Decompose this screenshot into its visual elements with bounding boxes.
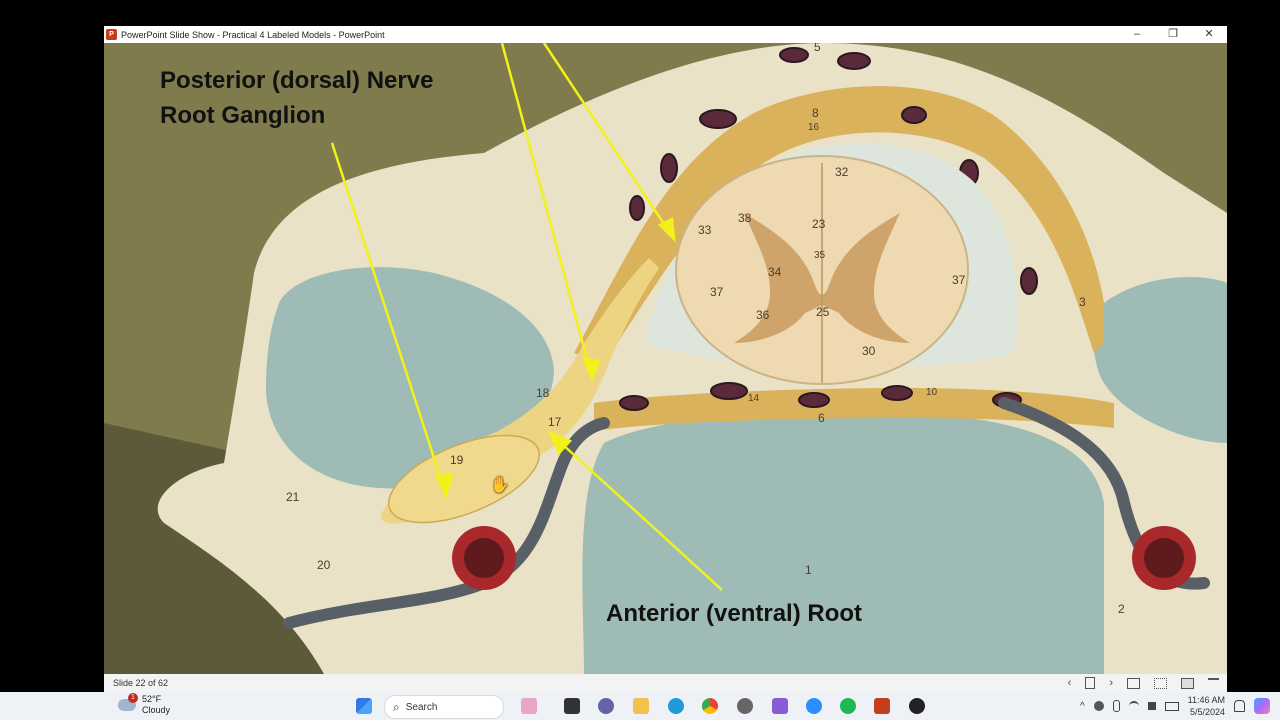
search-placeholder: Search xyxy=(405,701,438,713)
system-tray: ^ 11:46 AM 5/5/2024 xyxy=(1080,692,1270,720)
model-number: 20 xyxy=(317,558,331,572)
model-number: 25 xyxy=(816,305,830,319)
obs-icon[interactable] xyxy=(909,698,925,714)
slideshow-view-icon[interactable] xyxy=(1208,677,1219,689)
model-number: 10 xyxy=(926,387,938,398)
clock-date: 5/5/2024 xyxy=(1189,707,1225,717)
model-number: 6 xyxy=(818,411,825,425)
model-number: 35 xyxy=(814,250,826,261)
wifi-icon[interactable] xyxy=(1128,701,1139,711)
microphone-icon[interactable] xyxy=(1112,700,1120,712)
slide-counter: Slide 22 of 62 xyxy=(113,678,169,688)
tray-chevron-icon[interactable]: ^ xyxy=(1079,700,1085,712)
model-number: 36 xyxy=(756,308,770,322)
search-box[interactable]: ⌕ Search xyxy=(384,695,504,719)
previous-slide-button[interactable]: ‹ xyxy=(1067,677,1072,689)
model-number: 8 xyxy=(812,106,819,120)
normal-view-icon[interactable] xyxy=(1127,677,1140,689)
windows-taskbar: 1 52°F Cloudy ⌕ Search ^ 11:46 AM 5/5/20… xyxy=(0,692,1280,720)
model-number: 37 xyxy=(710,285,724,299)
model-number: 37 xyxy=(952,273,966,287)
model-number: 18 xyxy=(536,386,550,400)
label-ganglion: Posterior (dorsal) Nerve Root Ganglion xyxy=(160,63,433,133)
minimize-button[interactable]: – xyxy=(1133,28,1141,40)
model-number: 30 xyxy=(862,344,876,358)
task-view-icon[interactable] xyxy=(564,698,580,714)
window-controls: – ❐ ✕ xyxy=(1119,26,1227,43)
cloud-icon: 1 xyxy=(118,693,138,711)
model-number: 38 xyxy=(738,211,752,225)
restore-button[interactable]: ❐ xyxy=(1168,28,1178,40)
powerpoint-window: P PowerPoint Slide Show - Practical 4 La… xyxy=(104,26,1227,692)
model-number: 16 xyxy=(808,122,820,133)
label-ganglion-line1: Posterior (dorsal) Nerve xyxy=(160,67,434,94)
weather-desc: Cloudy xyxy=(142,705,171,715)
model-number: 34 xyxy=(768,265,782,279)
model-number: 14 xyxy=(748,393,760,404)
close-button[interactable]: ✕ xyxy=(1204,28,1214,40)
widgets-icon[interactable] xyxy=(521,698,537,714)
model-number: 2 xyxy=(1118,602,1125,616)
spinal-model-illustration xyxy=(104,43,1227,674)
powerpoint-taskbar-icon[interactable] xyxy=(874,698,890,714)
model-number: 21 xyxy=(286,490,300,504)
window-title: PowerPoint Slide Show - Practical 4 Labe… xyxy=(121,29,385,40)
battery-icon[interactable] xyxy=(1164,701,1179,711)
hand-cursor-icon: ✋ xyxy=(490,477,510,494)
slide-canvas[interactable]: 5 8 16 32 38 33 23 35 34 37 37 36 25 30 … xyxy=(104,43,1227,674)
slide-sorter-icon[interactable] xyxy=(1154,677,1167,689)
model-number: 3 xyxy=(1079,295,1086,309)
slideshow-controls: ‹ › xyxy=(1068,674,1219,692)
slide-menu-icon[interactable] xyxy=(1085,677,1096,689)
file-explorer-icon[interactable] xyxy=(633,698,649,714)
model-number: 5 xyxy=(814,43,821,54)
search-icon: ⌕ xyxy=(393,699,400,714)
model-number-labels: 5 8 16 32 38 33 23 35 34 37 37 36 25 30 … xyxy=(104,43,1227,674)
title-bar: P PowerPoint Slide Show - Practical 4 La… xyxy=(104,26,1227,43)
powerpoint-icon: P xyxy=(106,29,117,40)
model-number: 32 xyxy=(835,165,849,179)
next-slide-button[interactable]: › xyxy=(1109,677,1113,689)
edge-icon[interactable] xyxy=(668,698,684,714)
chrome-icon[interactable] xyxy=(702,698,718,714)
label-ganglion-line2: Root Ganglion xyxy=(160,102,326,129)
tray-app-icon[interactable] xyxy=(1093,701,1104,711)
model-number: 19 xyxy=(450,453,464,467)
teams-icon[interactable] xyxy=(598,698,614,714)
windows-start-icon[interactable] xyxy=(356,698,372,714)
notification-bell-icon[interactable] xyxy=(1234,700,1245,712)
model-number: 23 xyxy=(812,217,826,231)
notification-badge: 1 xyxy=(128,693,138,703)
label-anterior-root: Anterior (ventral) Root xyxy=(606,600,863,627)
weather-widget[interactable]: 1 52°F Cloudy xyxy=(118,693,171,716)
weather-temp: 52°F xyxy=(142,694,162,704)
model-number: 1 xyxy=(805,563,812,577)
clock-time: 11:46 AM xyxy=(1187,695,1225,705)
reading-view-icon[interactable] xyxy=(1181,677,1194,689)
status-bar: Slide 22 of 62 ‹ › xyxy=(104,674,1227,692)
volume-icon[interactable] xyxy=(1147,702,1156,710)
snipping-tool-icon[interactable] xyxy=(772,698,788,714)
copilot-icon[interactable] xyxy=(1254,698,1270,714)
clock[interactable]: 11:46 AM 5/5/2024 xyxy=(1188,694,1225,718)
settings-icon[interactable] xyxy=(737,698,753,714)
spotify-icon[interactable] xyxy=(840,698,856,714)
model-number: 33 xyxy=(698,223,712,237)
zoom-icon[interactable] xyxy=(806,698,822,714)
model-number: 17 xyxy=(548,415,562,429)
